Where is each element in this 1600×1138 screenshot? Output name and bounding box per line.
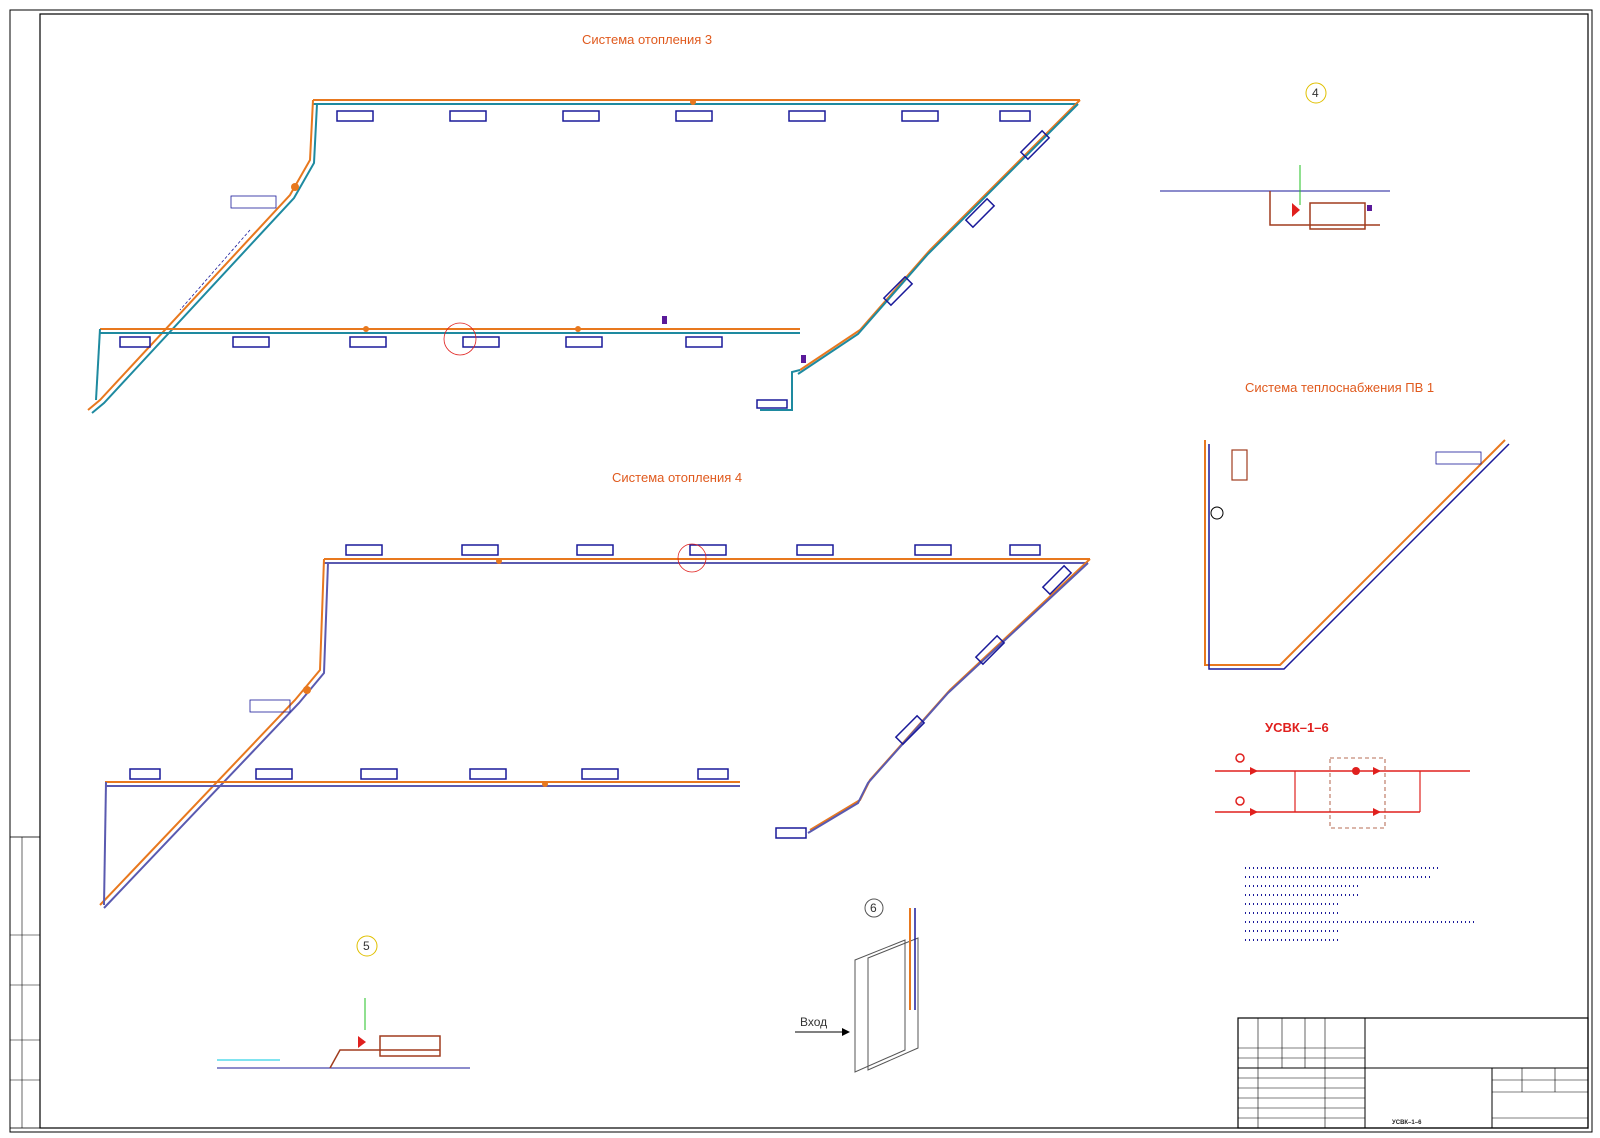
system4-radiators [129, 544, 1073, 839]
system3-radiators [119, 110, 1051, 409]
pv1-title: Система теплоснабжения ПВ 1 [1245, 380, 1434, 395]
system3-piping [87, 99, 1081, 414]
pv1-piping [1204, 439, 1510, 670]
system3-title: Система отопления 3 [582, 32, 712, 47]
usvk-scheme [1215, 753, 1470, 829]
detail-6: Вход [795, 908, 919, 1073]
callout-6[interactable]: 6 [864, 898, 884, 918]
system4-fittings [249, 543, 707, 787]
system4-title: Система отопления 4 [612, 470, 742, 485]
side-stamp [9, 836, 41, 1129]
legend-block [1245, 867, 1475, 941]
title-block: УСВК–1–6 [1237, 1017, 1589, 1129]
sheet-frame [9, 9, 1593, 1133]
callout-6-label: 6 [870, 901, 877, 915]
system3-fittings [179, 99, 806, 363]
title-stamp-text: УСВК–1–6 [1392, 1120, 1422, 1126]
callout-5[interactable]: 5 [356, 935, 378, 957]
entrance-label: Вход [800, 1015, 827, 1029]
usvk-title: УСВК–1–6 [1265, 720, 1329, 735]
callout-4-label: 4 [1312, 86, 1319, 100]
callout-5-label: 5 [363, 939, 370, 953]
detail-5 [217, 998, 470, 1069]
system4-piping [99, 558, 1091, 909]
callout-4[interactable]: 4 [1305, 82, 1327, 104]
detail-4 [1160, 165, 1390, 230]
